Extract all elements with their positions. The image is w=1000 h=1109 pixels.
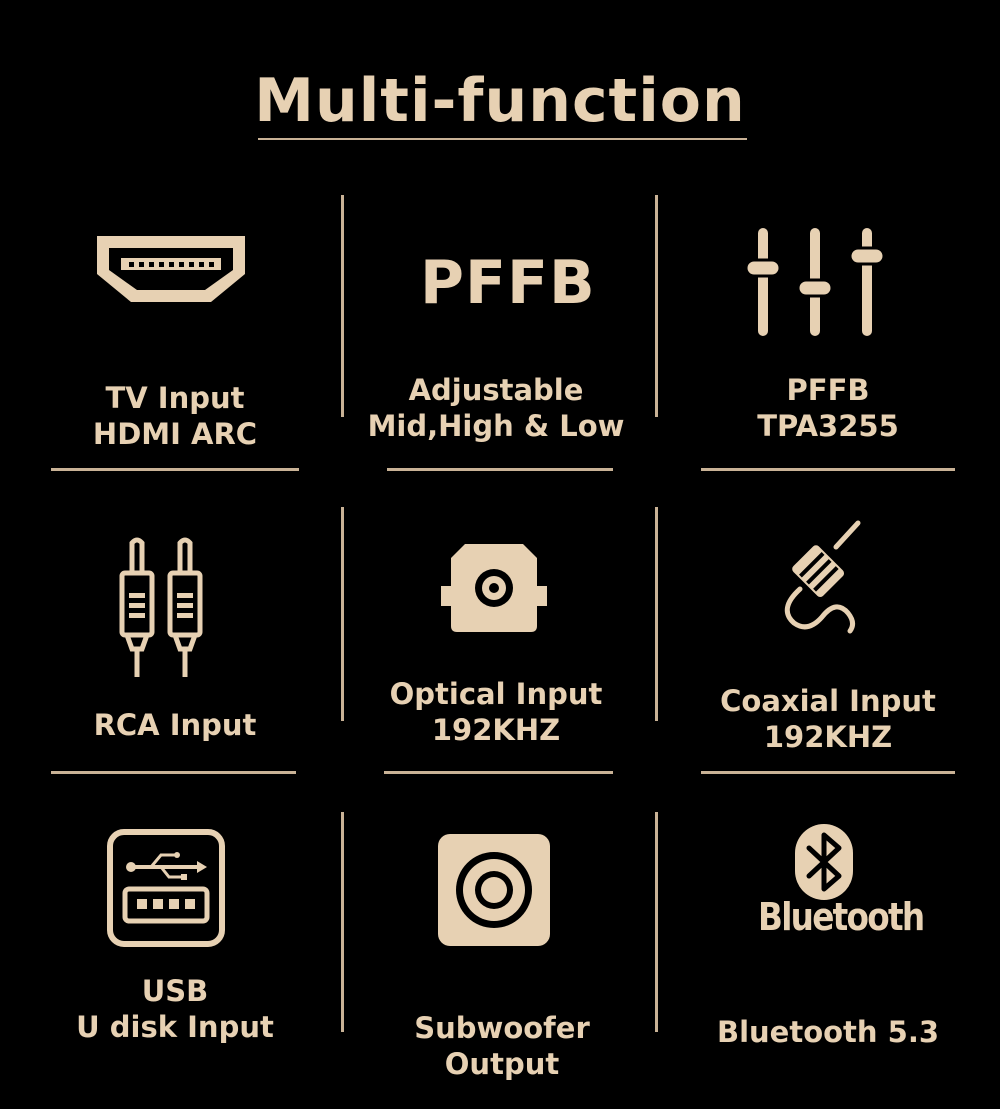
grid-divider: [51, 771, 296, 774]
coaxial-cable-icon: [784, 520, 861, 634]
grid-divider: [341, 812, 344, 1032]
subwoofer-icon: [438, 834, 550, 946]
grid-divider: [655, 195, 658, 417]
title-underline: [258, 138, 747, 140]
grid-divider: [384, 771, 613, 774]
grid-divider: [341, 195, 344, 417]
grid-divider: [655, 507, 658, 721]
grid-divider: [655, 812, 658, 1032]
pffb-logo-text: PFFB: [420, 248, 596, 318]
feature-caption: RCA Input: [93, 708, 257, 742]
grid-divider: [341, 507, 344, 721]
bluetooth-wordmark: Bluetooth: [758, 895, 925, 939]
hdmi-icon: [97, 236, 245, 302]
grid-divider: [51, 468, 299, 471]
grid-divider: [387, 468, 613, 471]
page-title: Multi-function: [254, 66, 746, 136]
optical-port-icon: [441, 544, 547, 632]
feature-caption: Subwoofer Output: [414, 1011, 590, 1081]
rca-cable-icon: [119, 537, 203, 677]
feature-caption: Bluetooth 5.3: [716, 1015, 940, 1049]
bluetooth-icon: [795, 824, 853, 900]
equalizer-icon: [744, 228, 886, 336]
grid-divider: [701, 771, 955, 774]
grid-divider: [701, 468, 955, 471]
usb-port-icon: [107, 829, 225, 947]
